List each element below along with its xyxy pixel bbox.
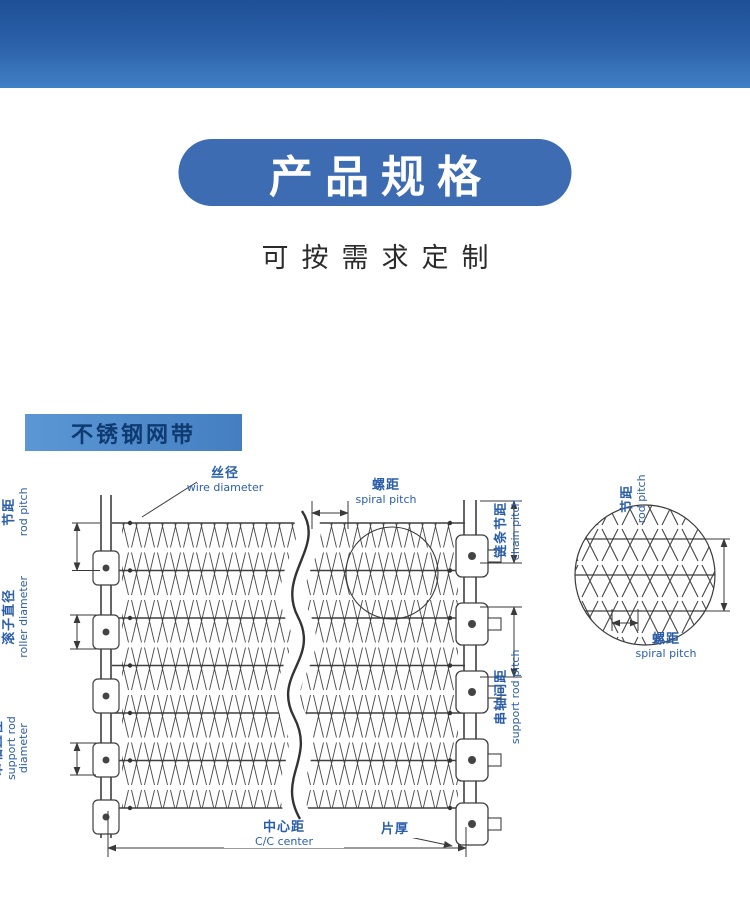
label-support-rod-diameter-en: support rod diameter <box>4 716 30 781</box>
label-detail-spiral-pitch-en: spiral pitch <box>635 646 697 660</box>
label-detail-rod-pitch: 节距 rod pitch <box>620 466 648 532</box>
page-title: 产品规格 <box>269 151 493 203</box>
right-chain <box>455 500 502 846</box>
label-support-rod-pitch-zh: 串轴间距 <box>494 668 510 725</box>
label-sheet-thickness: 片厚 <box>372 822 418 838</box>
label-chain-pitch: 链条节距 chain pitch <box>494 484 522 576</box>
label-center-distance: 中心距 C/C center <box>224 820 344 848</box>
label-wire-diameter-en: wire diameter <box>186 480 264 494</box>
section-tag-mesh-belt: 不锈钢网带 <box>25 414 242 451</box>
label-rod-pitch-en: rod pitch <box>16 487 30 537</box>
label-support-rod-diameter: 串轴直径 support rod diameter <box>0 690 30 806</box>
label-spiral-pitch: 螺距 spiral pitch <box>332 478 440 506</box>
section-tag-label: 不锈钢网带 <box>70 422 196 448</box>
belt-diagram: 丝径 wire diameter 螺距 spiral pitch 节距 rod … <box>0 455 750 885</box>
customization-subtitle: 可按需求定制 <box>261 243 502 274</box>
diagram-canvas <box>70 481 730 857</box>
label-detail-spiral-pitch-zh: 螺距 <box>651 632 680 647</box>
belt-detail-marker <box>345 526 439 620</box>
label-roller-diameter-en: roller diameter <box>16 575 30 658</box>
label-detail-spiral-pitch: 螺距 spiral pitch <box>614 632 718 660</box>
label-detail-rod-pitch-zh: 节距 <box>620 484 636 513</box>
label-roller-diameter-zh: 滚子直径 <box>2 588 18 645</box>
label-wire-diameter: 丝径 wire diameter <box>166 466 284 494</box>
top-banner <box>0 0 750 88</box>
label-center-distance-zh: 中心距 <box>262 820 305 835</box>
label-rod-pitch: 节距 rod pitch <box>2 475 30 549</box>
detail-view <box>574 504 716 646</box>
label-wire-diameter-zh: 丝径 <box>210 466 239 481</box>
label-detail-rod-pitch-en: rod pitch <box>634 474 648 524</box>
label-rod-pitch-zh: 节距 <box>2 497 18 526</box>
break-line <box>276 504 321 825</box>
product-spec-banner: 产品规格 <box>178 139 572 206</box>
label-spiral-pitch-en: spiral pitch <box>355 492 417 506</box>
dimension-lines <box>70 481 730 857</box>
label-support-rod-pitch: 串轴间距 support rod pitch <box>494 632 522 762</box>
label-roller-diameter: 滚子直径 roller diameter <box>2 568 30 666</box>
label-spiral-pitch-zh: 螺距 <box>371 478 400 493</box>
label-chain-pitch-en: chain pitch <box>508 499 522 561</box>
label-center-distance-en: C/C center <box>255 834 313 848</box>
label-chain-pitch-zh: 链条节距 <box>494 501 510 558</box>
label-sheet-thickness-zh: 片厚 <box>380 822 409 837</box>
label-support-rod-pitch-en: support rod pitch <box>508 649 522 745</box>
left-chain <box>92 495 120 838</box>
